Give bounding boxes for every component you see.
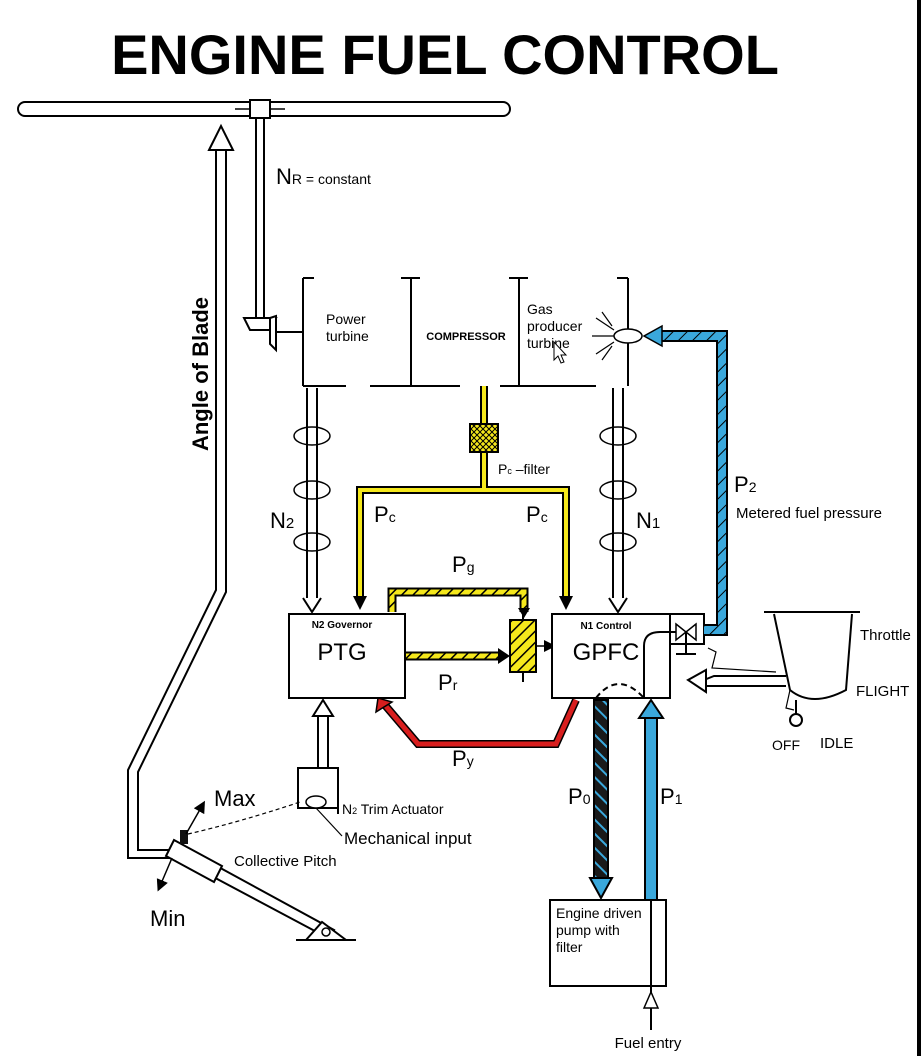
mouse-cursor-icon bbox=[553, 340, 568, 364]
n2-trim-actuator-label: N2 Trim Actuator bbox=[342, 801, 444, 817]
pc-left-label: Pc bbox=[374, 502, 396, 527]
mechanical-input-label: Mechanical input bbox=[344, 829, 472, 848]
fuel-nozzle bbox=[592, 311, 643, 361]
p0-label: P0 bbox=[568, 784, 591, 809]
idle-label: IDLE bbox=[820, 735, 853, 752]
compressor-label: COMPRESSOR bbox=[426, 331, 506, 343]
n1-control-label: N1 Control bbox=[580, 621, 631, 632]
nr-label: NR = constant bbox=[276, 164, 371, 189]
pressure-valve bbox=[509, 610, 556, 682]
pc-air-lines bbox=[353, 386, 573, 610]
rotor-blade bbox=[17, 99, 511, 119]
n2-label: N2 bbox=[270, 508, 294, 533]
n1-shaft bbox=[599, 388, 637, 614]
pr-label: Pr bbox=[438, 670, 458, 695]
trim-actuator bbox=[297, 698, 339, 814]
n1-label: N1 bbox=[636, 508, 660, 533]
gpfc-box bbox=[551, 613, 705, 699]
flight-label: FLIGHT bbox=[856, 683, 909, 700]
n2-governor-label: N2 Governor bbox=[312, 620, 373, 631]
throttle-label: Throttle bbox=[860, 627, 911, 644]
ptg-box bbox=[288, 613, 406, 699]
gas-producer-turbine-label: Gas producer turbine bbox=[527, 301, 586, 351]
min-label: Min bbox=[150, 906, 185, 931]
metered-fuel-pressure-label: Metered fuel pressure bbox=[736, 505, 882, 522]
gpfc-label: GPFC bbox=[573, 639, 640, 666]
p0-fuel-line bbox=[588, 699, 614, 901]
pg-label: Pg bbox=[452, 552, 474, 577]
collective-lever bbox=[156, 800, 356, 941]
collective-pitch-label: Collective Pitch bbox=[234, 853, 337, 870]
pc-right-label: Pc bbox=[526, 502, 548, 527]
rotor-shaft bbox=[242, 118, 304, 353]
pg-line bbox=[387, 587, 530, 618]
p2-metered-fuel-line bbox=[642, 324, 728, 636]
py-label: Py bbox=[452, 746, 474, 771]
mechanical-input-leader bbox=[315, 807, 343, 837]
py-line bbox=[375, 697, 580, 748]
diagram-title: ENGINE FUEL CONTROL bbox=[111, 23, 779, 86]
pump-label: Engine driven pump with filter bbox=[556, 905, 646, 955]
pump-box bbox=[549, 899, 667, 1030]
off-label: OFF bbox=[772, 737, 800, 753]
n2-shaft bbox=[293, 388, 331, 614]
pr-line bbox=[406, 648, 510, 664]
ptg-label: PTG bbox=[317, 639, 366, 666]
throttle-assembly bbox=[686, 611, 860, 727]
pc-filter-label: Pc –filter bbox=[498, 461, 550, 477]
p1-label: P1 bbox=[660, 784, 683, 809]
p2-label: P2 bbox=[734, 472, 757, 497]
fuel-entry-label: Fuel entry bbox=[615, 1035, 682, 1052]
angle-of-blade-label: Angle of Blade bbox=[188, 297, 213, 451]
max-label: Max bbox=[214, 786, 256, 811]
power-turbine-label: Power turbine bbox=[326, 311, 370, 344]
blade-pitch-linkage bbox=[127, 123, 235, 859]
window-edge bbox=[917, 0, 921, 1056]
